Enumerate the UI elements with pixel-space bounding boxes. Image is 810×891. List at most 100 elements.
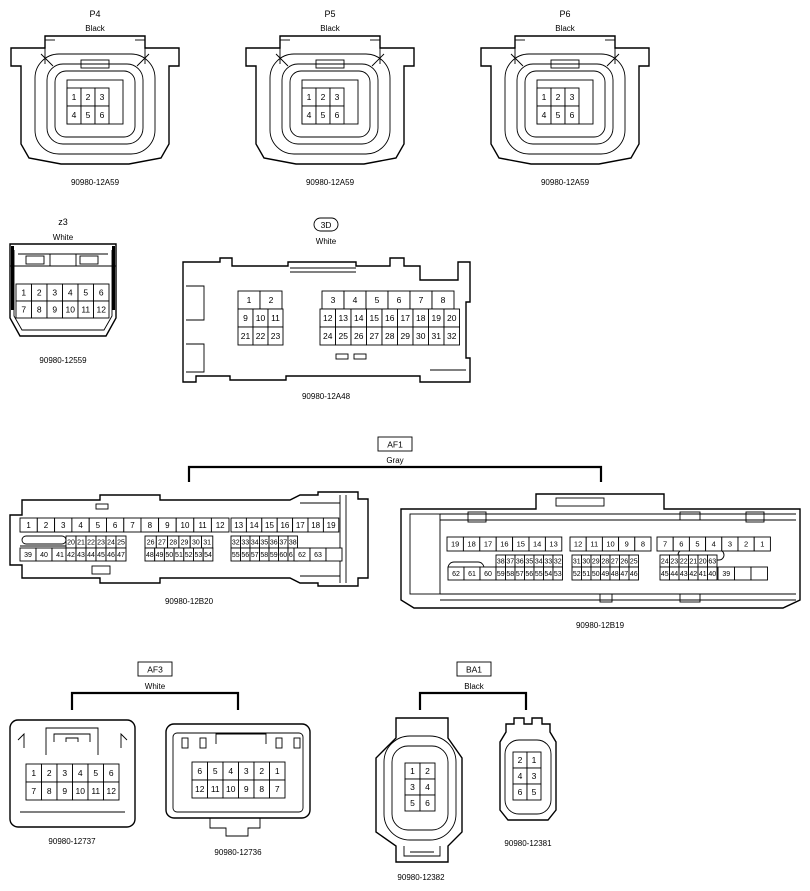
pin-cell [325,547,343,562]
pin-number: 4 [72,110,77,120]
pin-number: 34 [251,540,259,547]
pin-number: 9 [243,313,248,323]
pin-number: 62 [298,552,306,559]
pin-number: 14 [250,521,259,530]
pin-number: 46 [630,571,638,578]
pin-number: 4 [307,110,312,120]
pin-number: 26 [354,331,364,341]
pin-number: 4 [518,771,523,781]
pin-number: 30 [416,331,426,341]
connector-name-box [456,661,492,677]
pair-bracket [187,465,603,482]
pin-cell [269,779,286,799]
pin-number: 13 [339,313,349,323]
pin-number: 52 [185,552,193,559]
pin-number: 20 [699,559,707,566]
part-number: 90980-12B19 [576,621,625,630]
pin-number: 19 [432,313,442,323]
pin-number: 12 [574,540,582,549]
pin-number: 3 [331,295,336,305]
pin-number: 2 [556,92,561,102]
pin-number: 36 [270,540,278,547]
pin-cell [564,105,580,125]
part-number: 90980-12A59 [71,178,120,187]
pin-number: 1 [275,766,280,776]
part-number: 90980-12559 [39,356,87,365]
pin-number: 6 [425,798,430,808]
pin-cell [202,547,214,562]
pin-number: 4 [78,768,83,778]
pin-number: 50 [592,571,600,578]
pin-number: 9 [62,786,67,796]
pin-number: 30 [582,559,590,566]
pin-number: 4 [425,782,430,792]
pin-number: 1 [532,755,537,765]
pin-number: 58 [506,571,514,578]
pin-number: 61 [468,571,476,578]
pin-number: 5 [96,521,101,530]
pin-number: 12 [195,784,205,794]
pin-number: 2 [44,521,49,530]
pin-number: 62 [452,571,460,578]
pin-number: 7 [275,784,280,794]
pin-number: 17 [484,540,492,549]
pin-number: 14 [354,313,364,323]
pin-number: 11 [91,786,100,796]
pin-number: 24 [661,559,669,566]
pin-number: 1 [72,92,77,102]
pin-cell [322,517,340,533]
pin-number: 20 [67,540,75,547]
pin-number: 3 [52,288,57,298]
pin-cell [419,794,436,812]
pin-number: 6 [679,540,683,549]
pin-number: 55 [535,571,543,578]
pin-number: 38 [497,559,505,566]
pin-number: 17 [296,521,305,530]
ba1-left-body [375,717,463,863]
pin-number: 8 [47,786,52,796]
pin-number: 7 [31,786,36,796]
pin-number: 23 [271,331,281,341]
pin-number: 48 [611,571,619,578]
pin-number: 4 [542,110,547,120]
pin-number: 33 [241,540,249,547]
pin-cell [734,566,752,581]
connector-color: White [316,237,337,246]
pin-number: 5 [83,288,88,298]
pin-cell [634,536,652,552]
pin-number: 35 [260,540,268,547]
pin-number: 47 [117,552,125,559]
pin-number: 45 [97,552,105,559]
pin-number: 1 [247,295,252,305]
pin-cell [329,105,345,125]
pin-number: 37 [279,540,287,547]
connector-body [9,243,117,337]
connector-name: BA1 [466,665,482,675]
pin-number: 32 [232,540,240,547]
part-number: 90980-12382 [397,873,445,882]
pin-cell [115,547,127,562]
pin-number: 30 [192,540,200,547]
pin-number: 7 [419,295,424,305]
pin-number: 6 [518,787,523,797]
pin-number: 54 [544,571,552,578]
pin-number: 53 [554,571,562,578]
connector-name: P5 [324,9,335,19]
pin-number: 24 [323,331,333,341]
pin-number: 23 [97,540,105,547]
pin-number: 52 [573,571,581,578]
pin-number: 29 [181,540,189,547]
pin-number: 34 [535,559,543,566]
pin-number: 1 [542,92,547,102]
pin-cell [210,517,230,533]
pin-cell [103,781,120,801]
ba1-right-body [499,717,557,821]
pin-number: 27 [158,540,166,547]
pin-number: 40 [708,571,716,578]
pin-number: 42 [67,552,75,559]
pin-number: 3 [61,521,66,530]
